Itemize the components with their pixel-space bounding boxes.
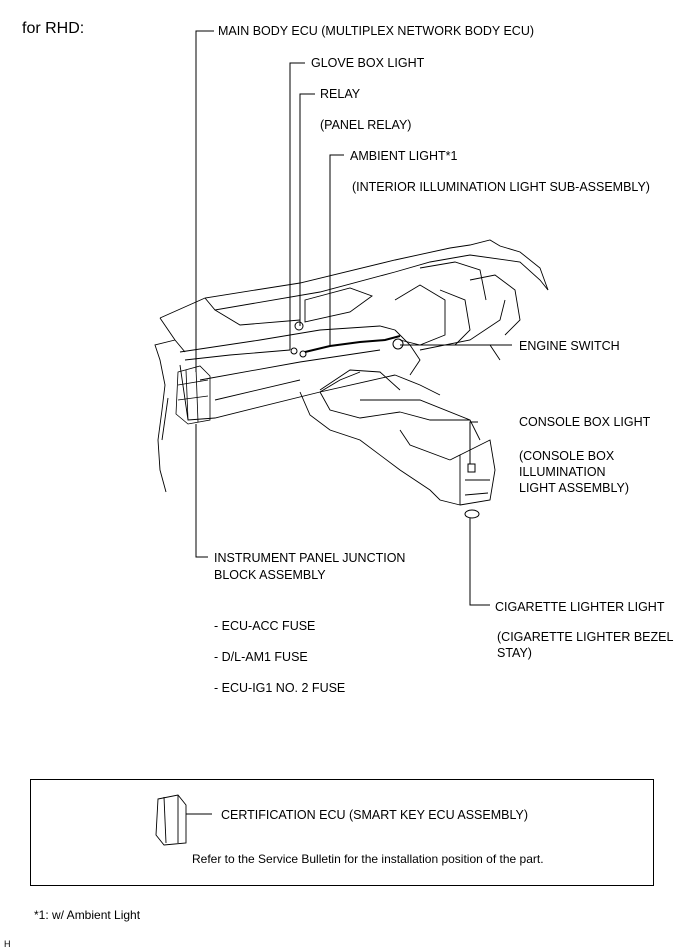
label-console-box-light: CONSOLE BOX LIGHT: [519, 415, 651, 429]
footnote: *1: w/ Ambient Light: [34, 908, 141, 922]
label-relay: RELAY: [320, 87, 361, 101]
label-certification-ecu: CERTIFICATION ECU (SMART KEY ECU ASSEMBL…: [221, 808, 529, 822]
corner-mark: H: [4, 939, 11, 949]
label-engine-switch: ENGINE SWITCH: [519, 339, 620, 353]
dashboard-outline: [154, 239, 549, 506]
main-body-ecu-part: [175, 365, 211, 425]
fuse-item: - ECU-ACC FUSE: [214, 619, 316, 633]
label-cigarette-sub-2: STAY): [497, 646, 532, 660]
label-ambient-light-sub: (INTERIOR ILLUMINATION LIGHT SUB-ASSEMBL…: [352, 180, 650, 194]
console-box-light-part: [467, 463, 476, 473]
label-relay-sub: (PANEL RELAY): [320, 118, 412, 132]
label-main-body-ecu: MAIN BODY ECU (MULTIPLEX NETWORK BODY EC…: [218, 24, 535, 38]
engine-switch-part: [392, 338, 404, 350]
label-junction-block-2: BLOCK ASSEMBLY: [214, 568, 326, 582]
cigarette-lighter-part: [464, 509, 480, 519]
glove-box-light-part: [294, 321, 304, 331]
label-glove-box-light: GLOVE BOX LIGHT: [311, 56, 425, 70]
heading-for-rhd: for RHD:: [22, 20, 85, 37]
leader-lines: [195, 30, 512, 606]
label-cigarette-lighter-light: CIGARETTE LIGHTER LIGHT: [495, 600, 665, 614]
certification-ecu-box: [30, 779, 654, 886]
ambient-light-part: [304, 335, 401, 353]
relay-part-2: [299, 350, 307, 358]
label-junction-block-1: INSTRUMENT PANEL JUNCTION: [214, 551, 406, 565]
certification-ecu-icon: [155, 794, 212, 846]
label-console-box-sub-2: ILLUMINATION: [519, 465, 606, 479]
label-cigarette-sub-1: (CIGARETTE LIGHTER BEZEL: [497, 630, 674, 644]
label-console-box-sub-1: (CONSOLE BOX: [519, 449, 615, 463]
label-console-box-sub-3: LIGHT ASSEMBLY): [519, 481, 629, 495]
fuse-item: - D/L-AM1 FUSE: [214, 650, 308, 664]
relay-part: [290, 347, 298, 355]
label-ambient-light: AMBIENT LIGHT*1: [350, 149, 458, 163]
fuse-item: - ECU-IG1 NO. 2 FUSE: [214, 681, 346, 695]
service-bulletin-note: Refer to the Service Bulletin for the in…: [192, 852, 544, 866]
